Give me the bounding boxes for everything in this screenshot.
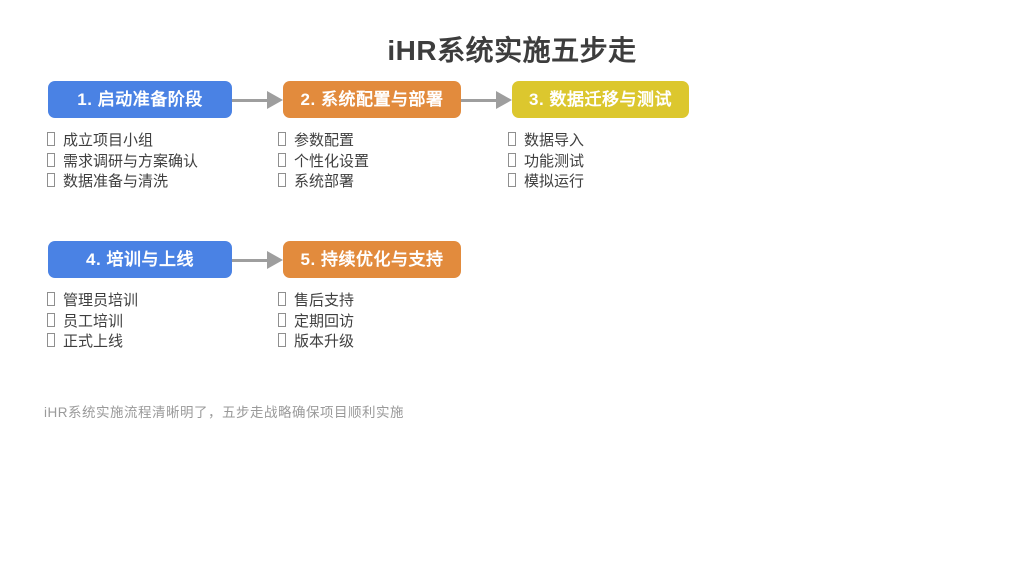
step-3-items: 数据导入 功能测试 模拟运行: [508, 131, 584, 193]
list-item-label: 定期回访: [294, 312, 355, 330]
list-item: 参数配置: [278, 131, 369, 152]
arrow-head-icon: [496, 91, 512, 109]
list-item: 需求调研与方案确认: [47, 152, 198, 173]
flow-arrow-4-5: [232, 251, 283, 269]
step-box-2: 2. 系统配置与部署: [283, 81, 461, 118]
missing-glyph-bullet-icon: [47, 152, 55, 167]
step-5-items: 售后支持 定期回访 版本升级: [278, 291, 354, 353]
arrow-head-icon: [267, 251, 283, 269]
list-item: 系统部署: [278, 172, 369, 193]
list-item: 个性化设置: [278, 152, 369, 173]
list-item-label: 员工培训: [63, 312, 124, 330]
list-item-label: 模拟运行: [524, 173, 585, 190]
list-item-label: 数据导入: [524, 132, 585, 149]
list-item-label: 成立项目小组: [63, 132, 154, 149]
missing-glyph-bullet-icon: [508, 173, 516, 187]
footer-caption: iHR系统实施流程清晰明了，五步走战略确保项目顺利实施: [44, 405, 404, 420]
list-item: 成立项目小组: [47, 131, 198, 152]
list-item-label: 个性化设置: [294, 152, 370, 170]
missing-glyph-bullet-icon: [278, 312, 286, 327]
page-title: iHR系统实施五步走: [387, 35, 637, 66]
list-item-label: 系统部署: [294, 173, 355, 190]
list-item: 售后支持: [278, 291, 354, 312]
list-item-label: 版本升级: [294, 333, 355, 350]
missing-glyph-bullet-icon: [47, 333, 55, 347]
list-item: 员工培训: [47, 312, 138, 333]
step-2-items: 参数配置 个性化设置 系统部署: [278, 131, 369, 193]
list-item: 正式上线: [47, 332, 138, 353]
list-item-label: 售后支持: [294, 292, 355, 309]
step-box-1: 1. 启动准备阶段: [48, 81, 232, 118]
missing-glyph-bullet-icon: [47, 312, 55, 327]
list-item: 版本升级: [278, 332, 354, 353]
missing-glyph-bullet-icon: [278, 173, 286, 187]
flow-arrow-1-2: [232, 91, 283, 109]
missing-glyph-bullet-icon: [278, 292, 286, 306]
step-1-items: 成立项目小组 需求调研与方案确认 数据准备与清洗: [47, 131, 198, 193]
list-item: 管理员培训: [47, 291, 138, 312]
missing-glyph-bullet-icon: [508, 132, 516, 146]
list-item: 定期回访: [278, 312, 354, 333]
step-4-items: 管理员培训 员工培训 正式上线: [47, 291, 138, 353]
missing-glyph-bullet-icon: [508, 152, 516, 167]
list-item: 数据导入: [508, 131, 584, 152]
list-item: 功能测试: [508, 152, 584, 173]
missing-glyph-bullet-icon: [47, 132, 55, 146]
list-item-label: 管理员培训: [63, 292, 139, 309]
arrow-head-icon: [267, 91, 283, 109]
step-box-5: 5. 持续优化与支持: [283, 241, 461, 278]
step-box-3: 3. 数据迁移与测试: [512, 81, 689, 118]
arrow-shaft: [232, 258, 269, 262]
list-item: 数据准备与清洗: [47, 172, 198, 193]
list-item-label: 功能测试: [524, 152, 585, 170]
missing-glyph-bullet-icon: [278, 132, 286, 146]
list-item-label: 需求调研与方案确认: [63, 152, 199, 170]
arrow-shaft: [232, 98, 269, 102]
arrow-shaft: [461, 98, 498, 102]
list-item-label: 参数配置: [294, 132, 355, 149]
flow-arrow-2-3: [461, 91, 512, 109]
missing-glyph-bullet-icon: [278, 152, 286, 167]
missing-glyph-bullet-icon: [47, 292, 55, 306]
list-item-label: 正式上线: [63, 333, 124, 350]
missing-glyph-bullet-icon: [278, 333, 286, 347]
list-item: 模拟运行: [508, 172, 584, 193]
list-item-label: 数据准备与清洗: [63, 173, 169, 190]
step-box-4: 4. 培训与上线: [48, 241, 232, 278]
missing-glyph-bullet-icon: [47, 173, 55, 187]
